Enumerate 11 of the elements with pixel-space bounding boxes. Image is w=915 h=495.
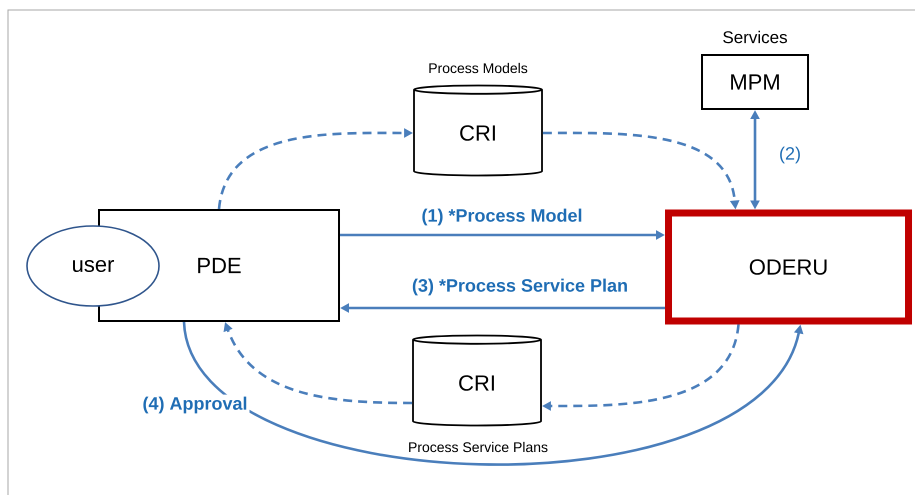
edge-label: (3) *Process Service Plan	[410, 276, 630, 298]
edge-label: (1) *Process Model	[419, 206, 585, 228]
edge-label: (2)	[777, 144, 804, 166]
database-cylinder: CRI	[413, 84, 543, 176]
database-cylinder: CRI	[412, 334, 542, 426]
service-box: MPM	[701, 54, 809, 110]
heading-label: Process Service Plans	[409, 442, 548, 452]
heading-label: Process Models	[429, 62, 528, 74]
heading-label: Services	[723, 30, 787, 44]
process-box: ODERU	[665, 210, 912, 324]
edge-label: (4) Approval	[140, 394, 250, 416]
